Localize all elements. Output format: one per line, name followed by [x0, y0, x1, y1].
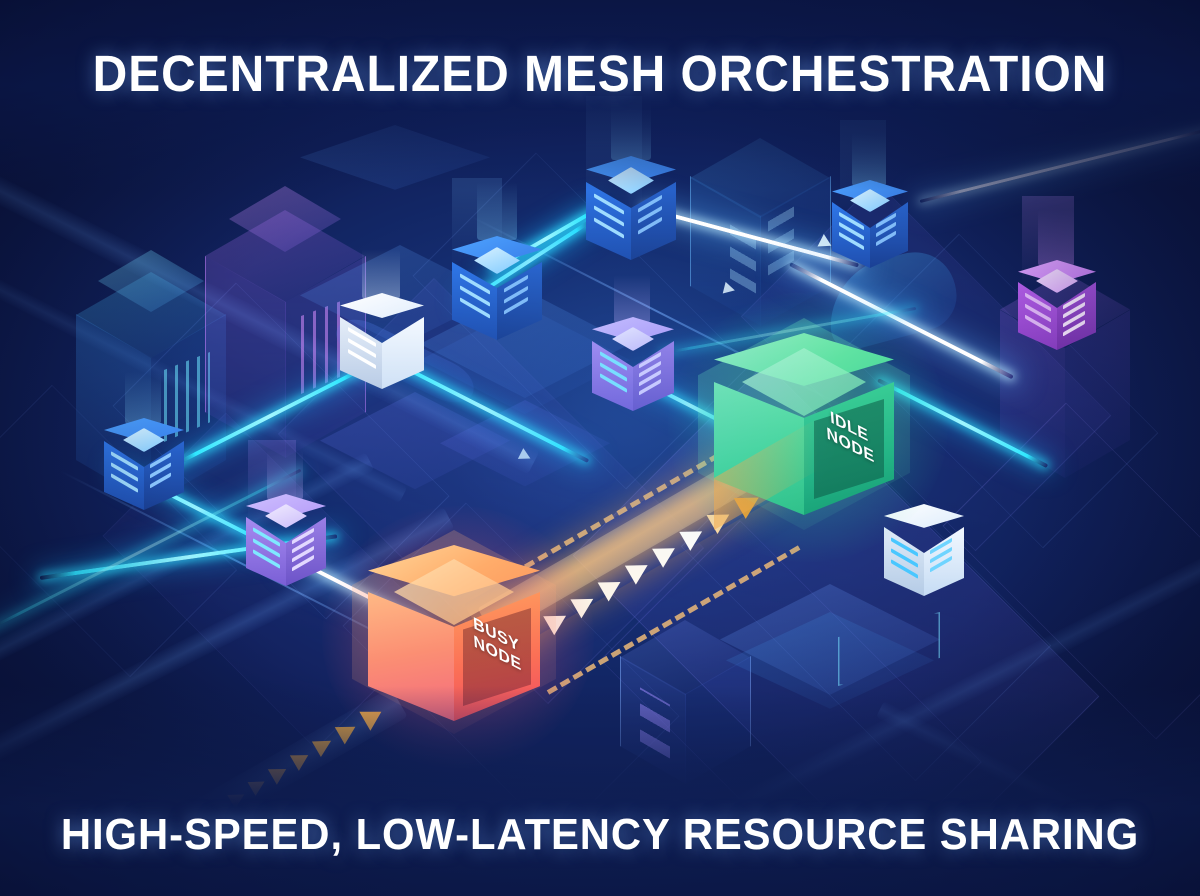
node-upper-right[interactable]	[832, 132, 908, 268]
node-mid-center[interactable]	[592, 275, 674, 411]
bottom-gradient-band	[0, 686, 1200, 896]
node-right-face	[382, 317, 424, 389]
node-right-mag[interactable]	[1018, 210, 1096, 350]
node-beam-icon	[477, 182, 517, 240]
node-beam-icon	[125, 372, 161, 424]
node-beam-icon	[362, 249, 400, 299]
node-beam-icon	[614, 275, 650, 323]
page-subtitle: HIGH-SPEED, LOW-LATENCY RESOURCE SHARING	[60, 810, 1140, 859]
node-left[interactable]	[104, 372, 184, 510]
idle-node[interactable]: IDLE NODE	[714, 333, 894, 515]
node-upper-left[interactable]	[452, 182, 542, 340]
node-beam-icon	[1038, 210, 1074, 266]
node-left-lower[interactable]	[246, 450, 326, 586]
node-white-center[interactable]	[340, 249, 424, 389]
node-beam-icon	[267, 450, 303, 500]
node-right-low[interactable]	[884, 504, 964, 596]
page-title: DECENTRALIZED MESH ORCHESTRATION	[92, 45, 1108, 102]
